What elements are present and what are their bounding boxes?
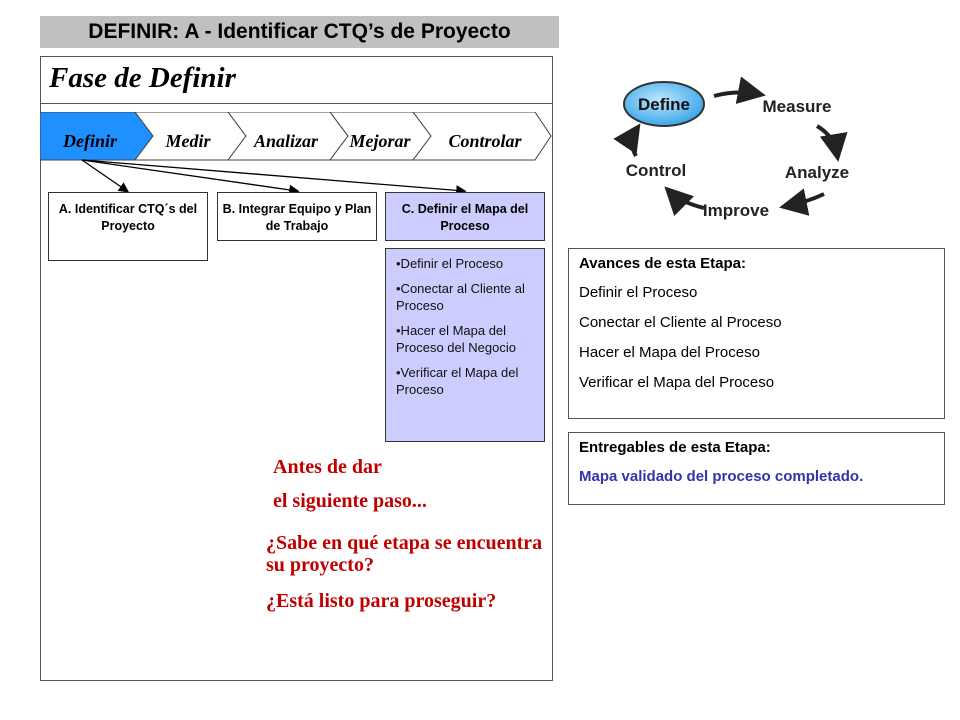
substep-item: •Definir el Proceso xyxy=(396,256,504,271)
progress-item: Hacer el Mapa del Proceso xyxy=(579,344,760,361)
step-b-box[interactable]: B. Integrar Equipo y Plan de Trabajo xyxy=(217,192,377,241)
step-a-box[interactable]: A. Identificar CTQ´s del Proyecto xyxy=(48,192,208,261)
phase-label-medir: Medir xyxy=(165,131,211,151)
substep-item: •Conectar al Cliente al Proceso xyxy=(396,281,525,313)
progress-item: Definir el Proceso xyxy=(579,284,698,301)
progress-item: Conectar el Cliente al Proceso xyxy=(579,314,782,331)
cycle-define: Define xyxy=(638,95,690,114)
phase-label-analizar: Analizar xyxy=(253,131,319,151)
title-divider xyxy=(40,103,552,104)
progress-heading: Avances de esta Etapa: xyxy=(579,255,747,272)
deliverables-box: Entregables de esta Etapa: Mapa validado… xyxy=(568,432,945,505)
phase-title: Fase de Definir xyxy=(49,62,236,94)
progress-box: Avances de esta Etapa: Definir el Proces… xyxy=(568,248,945,419)
prompt-line-4: ¿Está listo para proseguir? xyxy=(266,590,497,612)
step-b-label: B. Integrar Equipo y Plan de Trabajo xyxy=(222,202,372,233)
prompt-line-3: ¿Sabe en qué etapa se encuentra su proye… xyxy=(266,532,543,576)
step-a-label: A. Identificar CTQ´s del Proyecto xyxy=(58,202,198,233)
define-ellipse xyxy=(623,81,705,127)
cycle-improve: Improve xyxy=(703,201,769,220)
progress-item: Verificar el Mapa del Proceso xyxy=(579,374,775,391)
phase-label-definir: Definir xyxy=(63,131,117,151)
dmaic-cycle: Define Measure Analyze Improve Control xyxy=(613,76,849,220)
deliverables-heading: Entregables de esta Etapa: xyxy=(579,439,771,456)
substep-item: •Hacer el Mapa del Proceso del Negocio xyxy=(396,323,516,355)
deliverables-text: Mapa validado del proceso completado. xyxy=(579,468,864,485)
cycle-measure: Measure xyxy=(763,97,832,116)
slide-header: DEFINIR: A - Identificar CTQ’s de Proyec… xyxy=(40,16,559,48)
phase-chevrons xyxy=(40,112,552,161)
substep-item: •Verificar el Mapa del Proceso xyxy=(396,365,519,397)
phase-label-controlar: Controlar xyxy=(448,131,522,151)
step-connectors xyxy=(81,159,467,196)
slide-title: DEFINIR: A - Identificar CTQ’s de Proyec… xyxy=(88,20,511,43)
cycle-analyze: Analyze xyxy=(785,163,849,182)
chevron-controlar[interactable] xyxy=(412,112,552,161)
step-c-box[interactable]: C. Definir el Mapa del Proceso xyxy=(385,192,545,241)
prompt-line-1: Antes de dar xyxy=(273,456,382,478)
phase-label-mejorar: Mejorar xyxy=(349,131,411,151)
step-c-label: C. Definir el Mapa del Proceso xyxy=(401,202,529,233)
prompt-line-2: el siguiente paso... xyxy=(273,490,427,512)
cycle-control: Control xyxy=(626,161,686,180)
step-c-substeps: •Definir el Proceso •Conectar al Cliente… xyxy=(385,248,545,442)
